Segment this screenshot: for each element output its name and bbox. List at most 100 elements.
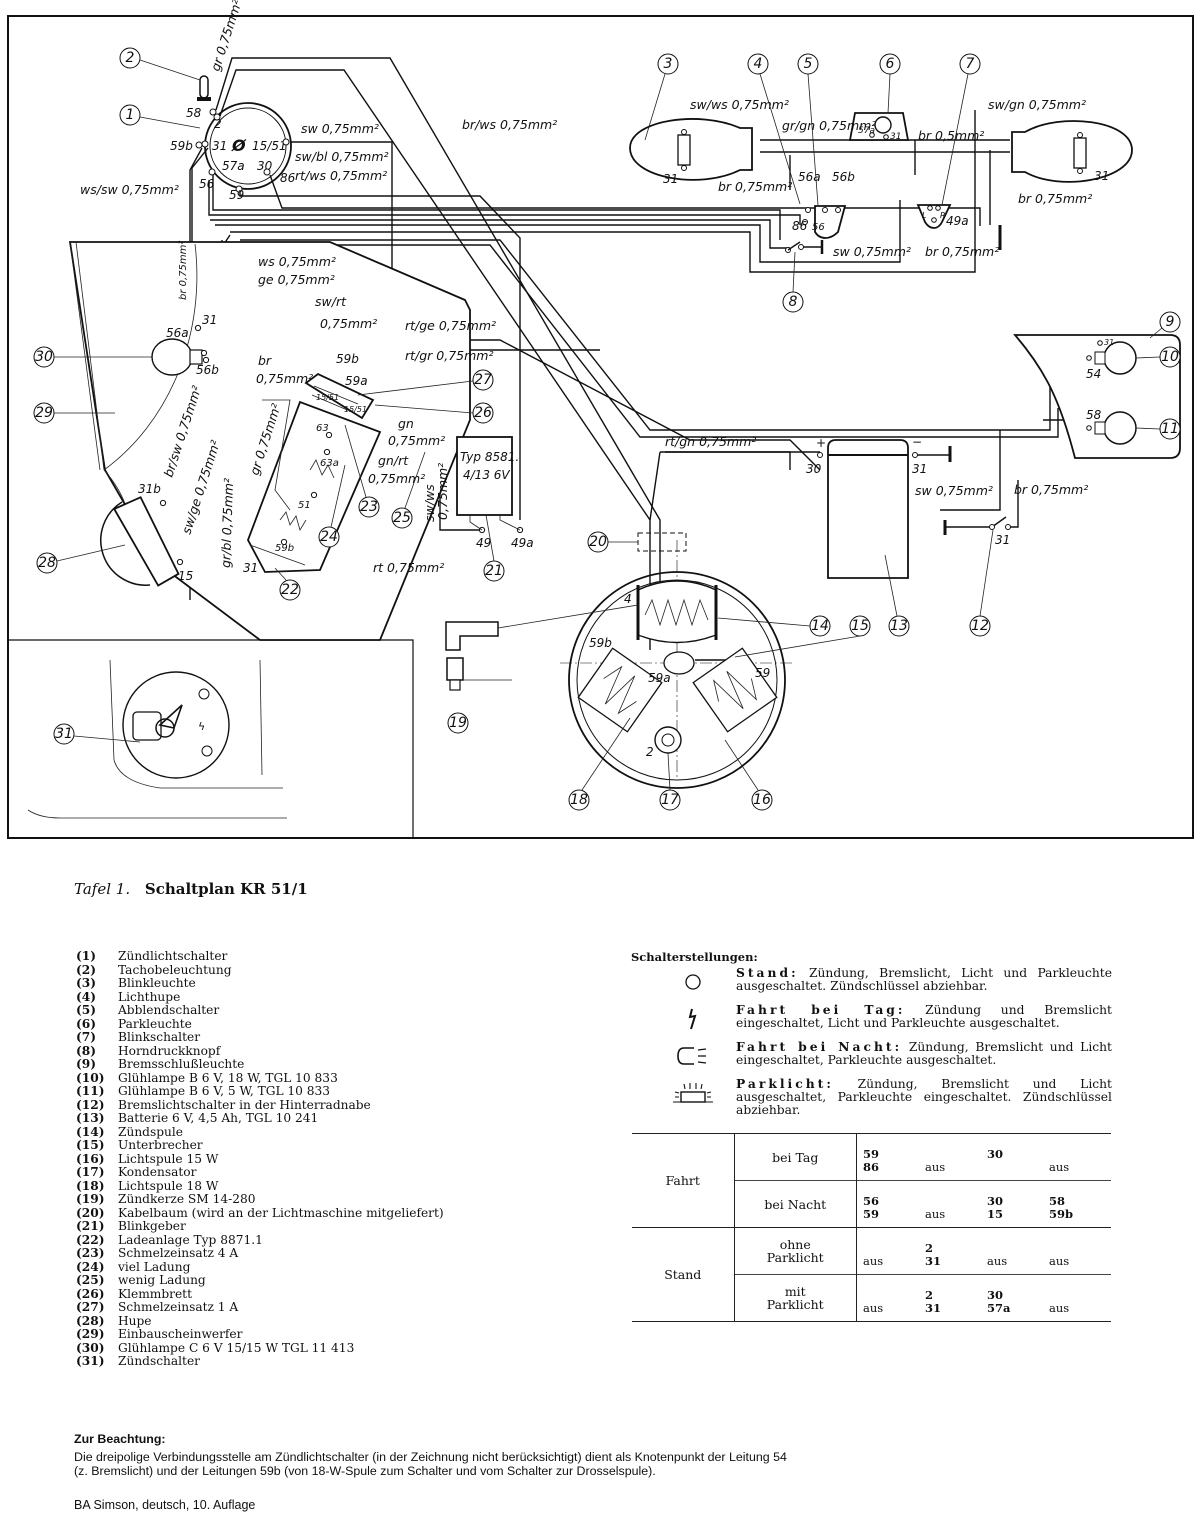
terminal-15-horn: 15	[178, 569, 193, 583]
position-stand: Stand: Zündung, Bremslicht, Licht und Pa…	[650, 966, 1112, 998]
part-number: (2)	[76, 962, 97, 977]
part-item: (29)Einbauscheinwerfer	[76, 1327, 444, 1342]
svg-text:31: 31	[55, 726, 73, 742]
state-row-label-line: Parklicht	[766, 1297, 824, 1312]
brake-light-switch: 31	[943, 480, 1019, 547]
terminal-31-park: 31	[890, 132, 901, 142]
terminal-value: 30	[987, 1194, 1004, 1208]
state-off: aus	[863, 1254, 884, 1268]
indicator-lamp-right: 31	[1011, 120, 1133, 183]
position-text: Zündung, Bremslicht, Licht und Parkleuch…	[736, 966, 1112, 993]
terminal-15-51: 15/51	[252, 139, 287, 153]
part-number: (23)	[76, 1246, 105, 1260]
terminal-value: 2	[925, 1288, 934, 1302]
part-name: Unterbrecher	[118, 1138, 203, 1152]
terminal-56-dimmer: 56	[812, 222, 825, 233]
svg-text:26: 26	[474, 405, 492, 421]
wire-label-gn-a: gn	[398, 416, 414, 431]
callout-4: 4	[747, 53, 801, 205]
flasher-relay: Typ 8581. 4/13 6V 49 49a	[456, 436, 534, 550]
svg-text:20: 20	[589, 534, 607, 550]
part-number: (26)	[76, 1286, 105, 1301]
part-item: (25) wenig Ladung	[76, 1273, 444, 1288]
state-row-label-line: mit	[784, 1284, 806, 1299]
battery-terminal-30: 30	[806, 462, 822, 476]
part-number: (25)	[76, 1273, 105, 1287]
part-name: wenig Ladung	[118, 1273, 206, 1287]
part-item: (4)Lichthupe	[76, 990, 444, 1005]
state-off: aus	[1049, 1254, 1070, 1268]
park-light: 57a 31	[848, 112, 910, 142]
state-cell: aus	[1049, 1140, 1111, 1174]
part-item: (21)Blinkgeber	[76, 1219, 444, 1234]
terminal-54: 54	[1086, 367, 1101, 381]
note-line-2: (z. Bremslicht) und der Leitungen 59b (v…	[74, 1464, 656, 1478]
part-item: (8)Horndruckknopf	[76, 1043, 444, 1059]
svg-text:30: 30	[35, 349, 53, 365]
state-cell: aus	[863, 1234, 925, 1268]
state-row-label-line: ohne	[779, 1237, 811, 1252]
state-off: aus	[863, 1301, 884, 1315]
callout-25: 25	[391, 451, 426, 529]
part-item: (7)Blinkschalter	[76, 1030, 444, 1045]
callout-9: 9	[1149, 311, 1181, 339]
part-name: Tachobeleuchtung	[118, 962, 232, 977]
part-name: Batterie 6 V, 4,5 Ah, TGL 10 241	[118, 1111, 319, 1125]
part-item: (2) Tachobeleuchtung	[76, 962, 444, 978]
charging-unit: 59b 31 63 63a 51	[243, 399, 382, 575]
wire-label-gn-b: 0,75mm²	[388, 433, 445, 448]
state-group-label: Fahrt	[632, 1133, 735, 1228]
terminal-value: 30	[987, 1147, 1004, 1161]
wire-label-br-horn: br 0,75mm²	[925, 244, 999, 259]
svg-text:24: 24	[320, 529, 338, 545]
wire-label-sw: sw 0,75mm²	[301, 121, 379, 136]
wire-label-sw-horn: sw 0,75mm²	[833, 244, 911, 259]
wire-label-mm-vertical: 0,75mm²	[435, 463, 450, 520]
state-off: aus	[1049, 1160, 1070, 1174]
part-number: (27)	[76, 1300, 105, 1314]
part-number: (17)	[76, 1165, 105, 1179]
terminal-86: 86	[280, 171, 296, 185]
terminal-value: 59	[863, 1147, 880, 1161]
footer-edition: BA Simson, deutsch, 10. Auflage	[74, 1498, 256, 1512]
dimmer-switch: 56a 56b 56 86	[792, 170, 855, 239]
callout-31: 31	[53, 723, 141, 745]
part-item: (24)viel Ladung	[76, 1260, 444, 1275]
wire-label-br-a: br	[258, 353, 272, 368]
callout-29: 29	[33, 402, 115, 424]
wire-label-gn-rt-b: 0,75mm²	[368, 471, 425, 486]
position-text: Zündung, Bremslicht und Licht eingeschal…	[736, 1040, 1112, 1067]
terminal-59-gen: 59	[755, 666, 770, 680]
state-cell: 30	[987, 1140, 1049, 1174]
indicator-lamp-left: 31	[629, 118, 753, 186]
part-name: Hupe	[118, 1313, 152, 1328]
wire-label-sw-bl: sw/bl 0,75mm²	[295, 149, 389, 164]
part-item: (19)Zündkerze SM 14-280	[76, 1192, 444, 1207]
lightning-icon	[688, 1008, 697, 1030]
position-text: Zündung, Bremslicht und Licht ausgeschal…	[736, 1077, 1112, 1117]
part-name: Parkleuchte	[118, 1016, 192, 1031]
terminal-63: 63	[316, 423, 329, 434]
terminal-59b-charging: 59b	[275, 543, 294, 554]
part-name: Blinkgeber	[118, 1219, 186, 1233]
callout-22: 22	[274, 567, 301, 601]
terminal-56b-headlight: 56b	[196, 363, 219, 377]
svg-text:1: 1	[126, 107, 135, 123]
terminal-59b-gen: 59b	[589, 636, 612, 650]
wire-label-sw-rt-a: sw/rt	[315, 294, 347, 309]
svg-text:21: 21	[485, 563, 503, 579]
part-item: (11)Glühlampe B 6 V, 5 W, TGL 10 833	[76, 1084, 444, 1099]
headlight-bulb: 56a 56b 31	[151, 313, 219, 377]
part-number: (20)	[76, 1205, 105, 1220]
callout-17: 17	[659, 752, 681, 811]
wire-label-ws: ws 0,75mm²	[258, 254, 336, 269]
part-number: (12)	[76, 1097, 105, 1112]
part-name: Schmelzeinsatz 4 A	[118, 1246, 239, 1260]
wire-label-rt: rt 0,75mm²	[373, 560, 444, 575]
svg-text:8: 8	[789, 294, 798, 310]
part-name: Glühlampe B 6 V, 5 W, TGL 10 833	[118, 1084, 331, 1098]
note: Zur Beachtung: Die dreipolige Verbindung…	[74, 1432, 1119, 1478]
part-name: Horndruckknopf	[118, 1043, 221, 1058]
